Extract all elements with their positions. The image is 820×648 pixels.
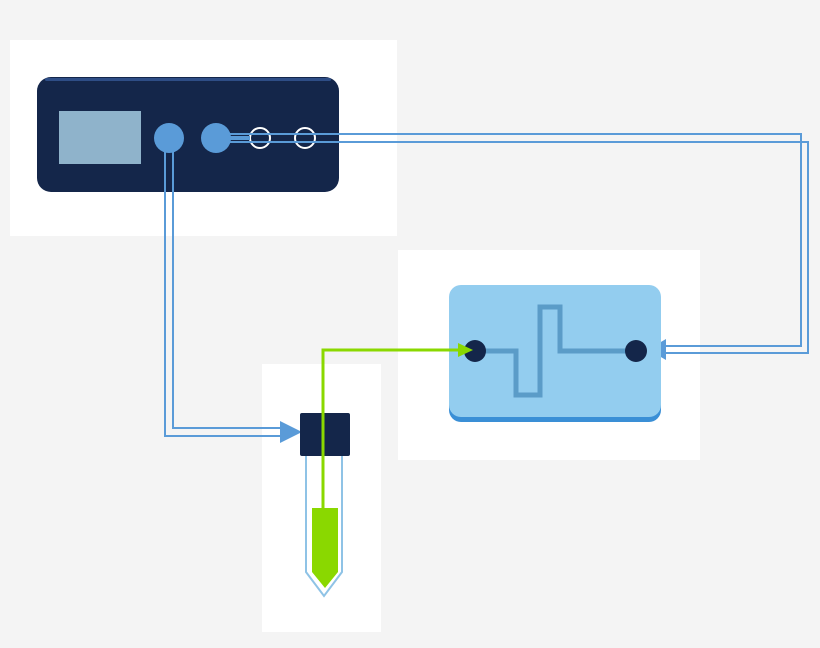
chip-body bbox=[449, 285, 661, 417]
chip-right-port bbox=[625, 340, 647, 362]
tube-liquid bbox=[312, 508, 338, 588]
chip-left-port bbox=[464, 340, 486, 362]
controller-outlet-1 bbox=[154, 123, 184, 153]
microfluidic-chip bbox=[449, 285, 661, 422]
pipe-controller-to-chip bbox=[216, 133, 809, 360]
arrow-into-chip-left-port bbox=[458, 343, 473, 357]
controller-screen bbox=[59, 111, 141, 164]
controller-top-highlight bbox=[45, 78, 331, 81]
controller-port-4 bbox=[294, 127, 316, 149]
controller-port-3 bbox=[249, 127, 271, 149]
chip-serpentine-channel bbox=[475, 304, 636, 398]
pipe-controller-to-tube bbox=[164, 146, 302, 443]
sample-tube bbox=[300, 413, 350, 598]
tube-cap bbox=[300, 413, 350, 456]
arrow-into-tube-cap bbox=[280, 421, 302, 443]
liquid-line-tube-to-chip bbox=[321, 343, 473, 510]
